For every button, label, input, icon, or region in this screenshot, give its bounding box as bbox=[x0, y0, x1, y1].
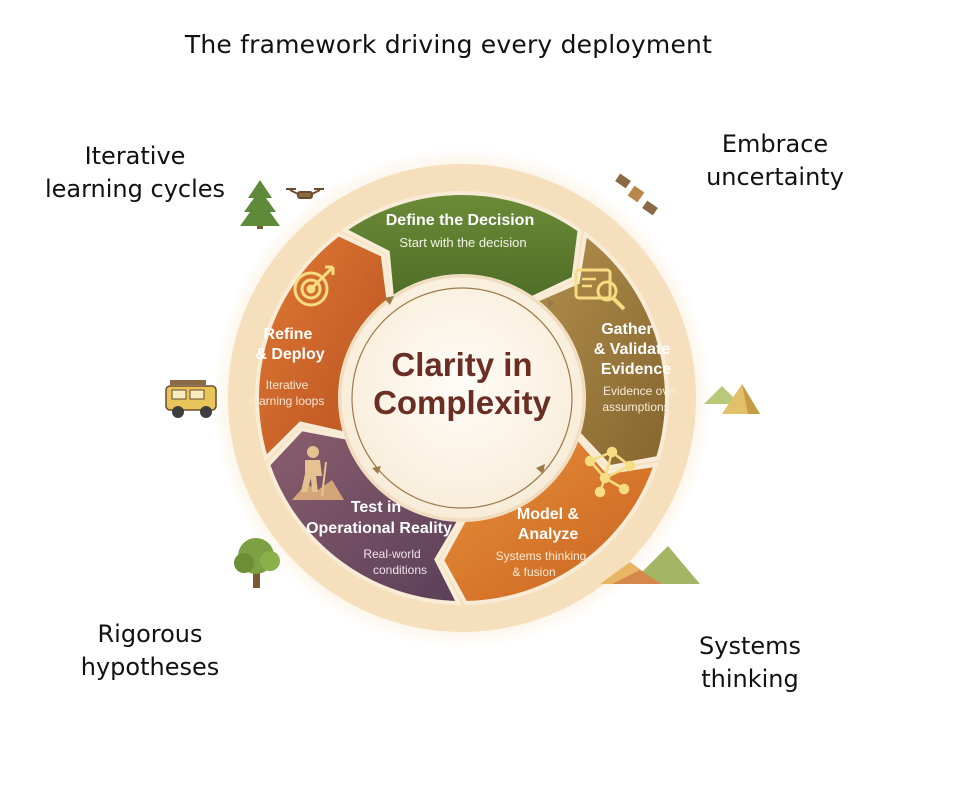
stage-subtitle: Evidence over bbox=[603, 384, 679, 398]
tree-icon bbox=[234, 538, 280, 588]
corner-line: uncertainty bbox=[706, 163, 844, 191]
corner-label-top-right: Embrace uncertainty bbox=[690, 128, 860, 194]
stage-title: Refine bbox=[264, 326, 313, 343]
corner-line: Iterative bbox=[84, 142, 186, 170]
stage-subtitle: Iterative bbox=[266, 378, 309, 392]
corner-label-bottom-right: Systems thinking bbox=[680, 630, 820, 696]
arrow-head bbox=[384, 296, 394, 305]
stage-subtitle: learning loops bbox=[250, 394, 325, 408]
arrow-head bbox=[372, 466, 381, 474]
corner-line: Embrace bbox=[721, 130, 829, 158]
center-hub bbox=[338, 274, 586, 522]
stage-subtitle: & fusion bbox=[512, 565, 555, 579]
stage-title: Define the Decision bbox=[386, 212, 534, 229]
stage-subtitle: conditions bbox=[373, 563, 427, 577]
network-icon bbox=[584, 446, 636, 498]
center-title-line1: Clarity in bbox=[391, 346, 532, 383]
stage-title: Evidence bbox=[601, 361, 671, 378]
corner-label-bottom-left: Rigorous hypotheses bbox=[70, 618, 230, 684]
stage-title: Analyze bbox=[518, 526, 579, 543]
arrow-head bbox=[536, 464, 545, 474]
jeep-icon bbox=[165, 380, 217, 418]
corner-line: Rigorous bbox=[97, 620, 203, 648]
target-icon bbox=[293, 265, 335, 307]
stage-title: Gather bbox=[601, 321, 653, 338]
corner-label-top-left: Iterative learning cycles bbox=[40, 140, 230, 206]
stage-title: Test in bbox=[351, 499, 401, 516]
corner-line: learning cycles bbox=[44, 175, 226, 203]
stage-subtitle: Start with the decision bbox=[399, 235, 526, 250]
stage-subtitle: Systems thinking bbox=[496, 549, 587, 563]
satellite-icon bbox=[613, 172, 660, 217]
diagram-title: The framework driving every deployment bbox=[184, 30, 713, 59]
magnifier-document-icon bbox=[574, 268, 626, 311]
corner-line: hypotheses bbox=[80, 653, 220, 681]
inner-cycle-ring bbox=[351, 287, 573, 509]
drone-icon bbox=[286, 188, 324, 199]
stage-subtitle: Real-world bbox=[363, 547, 420, 561]
tree-icon bbox=[240, 180, 280, 229]
stage-title: & Deploy bbox=[255, 346, 324, 363]
tents-icon bbox=[704, 384, 760, 414]
stage-subtitle: assumptions bbox=[602, 400, 669, 414]
arrow-head bbox=[547, 298, 555, 308]
hiker-icon bbox=[292, 446, 344, 500]
corner-line: thinking bbox=[701, 665, 799, 693]
stage-title: Operational Reality bbox=[306, 520, 452, 537]
corner-line: Systems bbox=[699, 632, 801, 660]
mountains-icon bbox=[600, 546, 700, 584]
stage-title: Model & bbox=[517, 506, 580, 523]
stage-title: & Validate bbox=[594, 341, 671, 358]
center-title-line2: Complexity bbox=[373, 384, 552, 421]
